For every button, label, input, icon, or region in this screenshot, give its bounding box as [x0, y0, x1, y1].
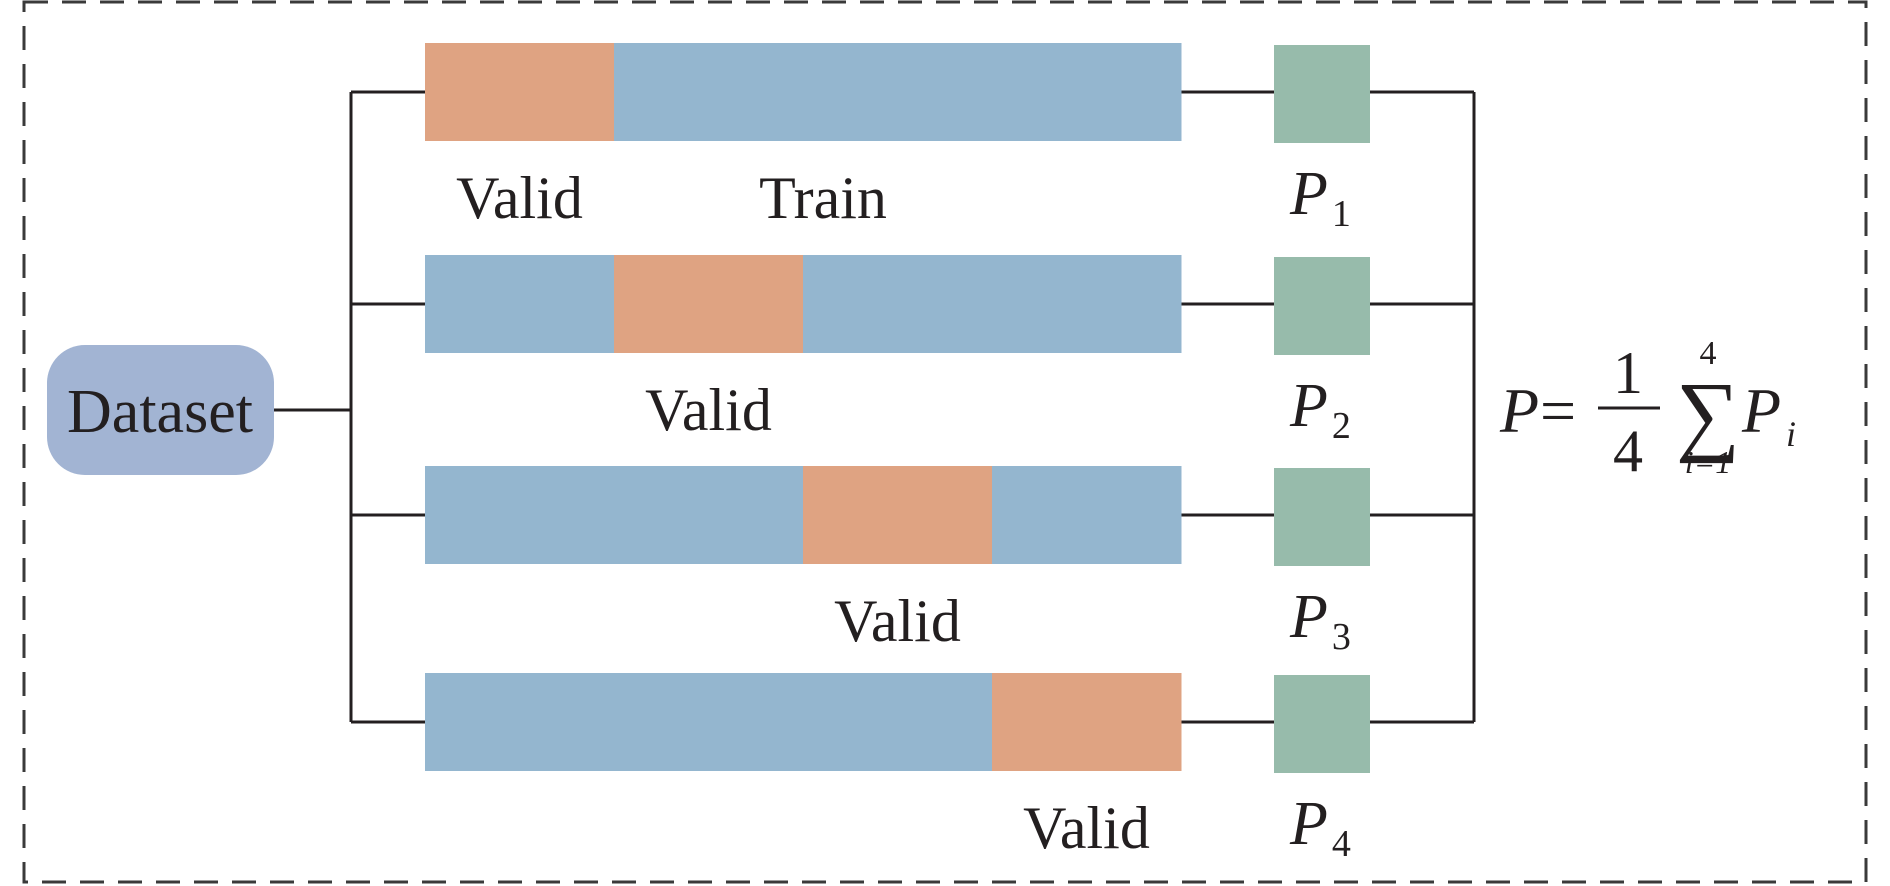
- valid-segment: [614, 255, 804, 353]
- average-formula: P = 1 4 4 ∑ i=1 P i: [1499, 335, 1796, 484]
- sum-upper-limit: 4: [1700, 335, 1717, 372]
- dashed-border: [22, 0, 1868, 884]
- train-segment: [614, 43, 804, 141]
- train-segment: [992, 466, 1182, 564]
- train-segment: [614, 673, 804, 771]
- train-segment: [425, 673, 615, 771]
- prediction-box: [1274, 675, 1370, 773]
- formula-denominator: 4: [1613, 418, 1643, 484]
- dataset-node: Dataset: [47, 345, 274, 475]
- valid-segment: [803, 466, 993, 564]
- prediction-box: [1274, 468, 1370, 566]
- valid-label: Valid: [834, 588, 961, 654]
- train-segment: [803, 255, 993, 353]
- train-segment: [425, 255, 615, 353]
- formula-equals: =: [1540, 375, 1576, 446]
- connector-lines: [274, 90, 1476, 724]
- prediction-box: [1274, 45, 1370, 143]
- train-segment: [992, 255, 1182, 353]
- formula-lhs: P: [1499, 375, 1539, 446]
- train-segment: [803, 43, 993, 141]
- valid-label: Valid: [645, 377, 772, 443]
- train-segment: [803, 673, 993, 771]
- valid-segment: [425, 43, 615, 141]
- valid-segment: [992, 673, 1182, 771]
- dataset-label: Dataset: [67, 378, 253, 446]
- sum-symbol: ∑: [1676, 365, 1740, 464]
- train-label: Train: [759, 165, 887, 231]
- formula-term-subscript: i: [1786, 414, 1796, 454]
- valid-label: Valid: [456, 165, 583, 231]
- train-segment: [614, 466, 804, 564]
- prediction-box: [1274, 257, 1370, 355]
- valid-label: Valid: [1023, 795, 1150, 861]
- train-segment: [992, 43, 1182, 141]
- dataset-box: [47, 345, 274, 475]
- train-segment: [425, 466, 615, 564]
- formula-term: P: [1741, 375, 1781, 446]
- sum-lower-limit: i=1: [1685, 444, 1731, 480]
- formula-numerator: 1: [1613, 340, 1643, 406]
